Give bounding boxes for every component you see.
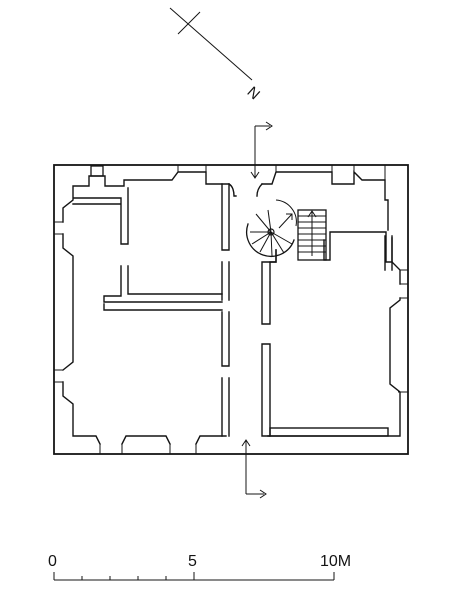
scale-label-5: 5 <box>188 553 197 570</box>
spiral-stair <box>246 199 297 257</box>
section-marker-top <box>250 121 273 179</box>
north-label: N <box>244 83 263 103</box>
scale-label-10m: 10M <box>320 553 351 570</box>
north-arrow: N <box>169 7 263 103</box>
right-partitions <box>269 231 393 437</box>
scale-label-0: 0 <box>48 553 57 570</box>
left-partitions <box>72 187 223 311</box>
scale-bar: 0 5 10M <box>48 553 351 581</box>
outer-walls <box>53 164 409 455</box>
straight-stair <box>297 209 327 261</box>
corridor-walls <box>221 183 277 437</box>
section-marker-bottom <box>241 439 267 499</box>
